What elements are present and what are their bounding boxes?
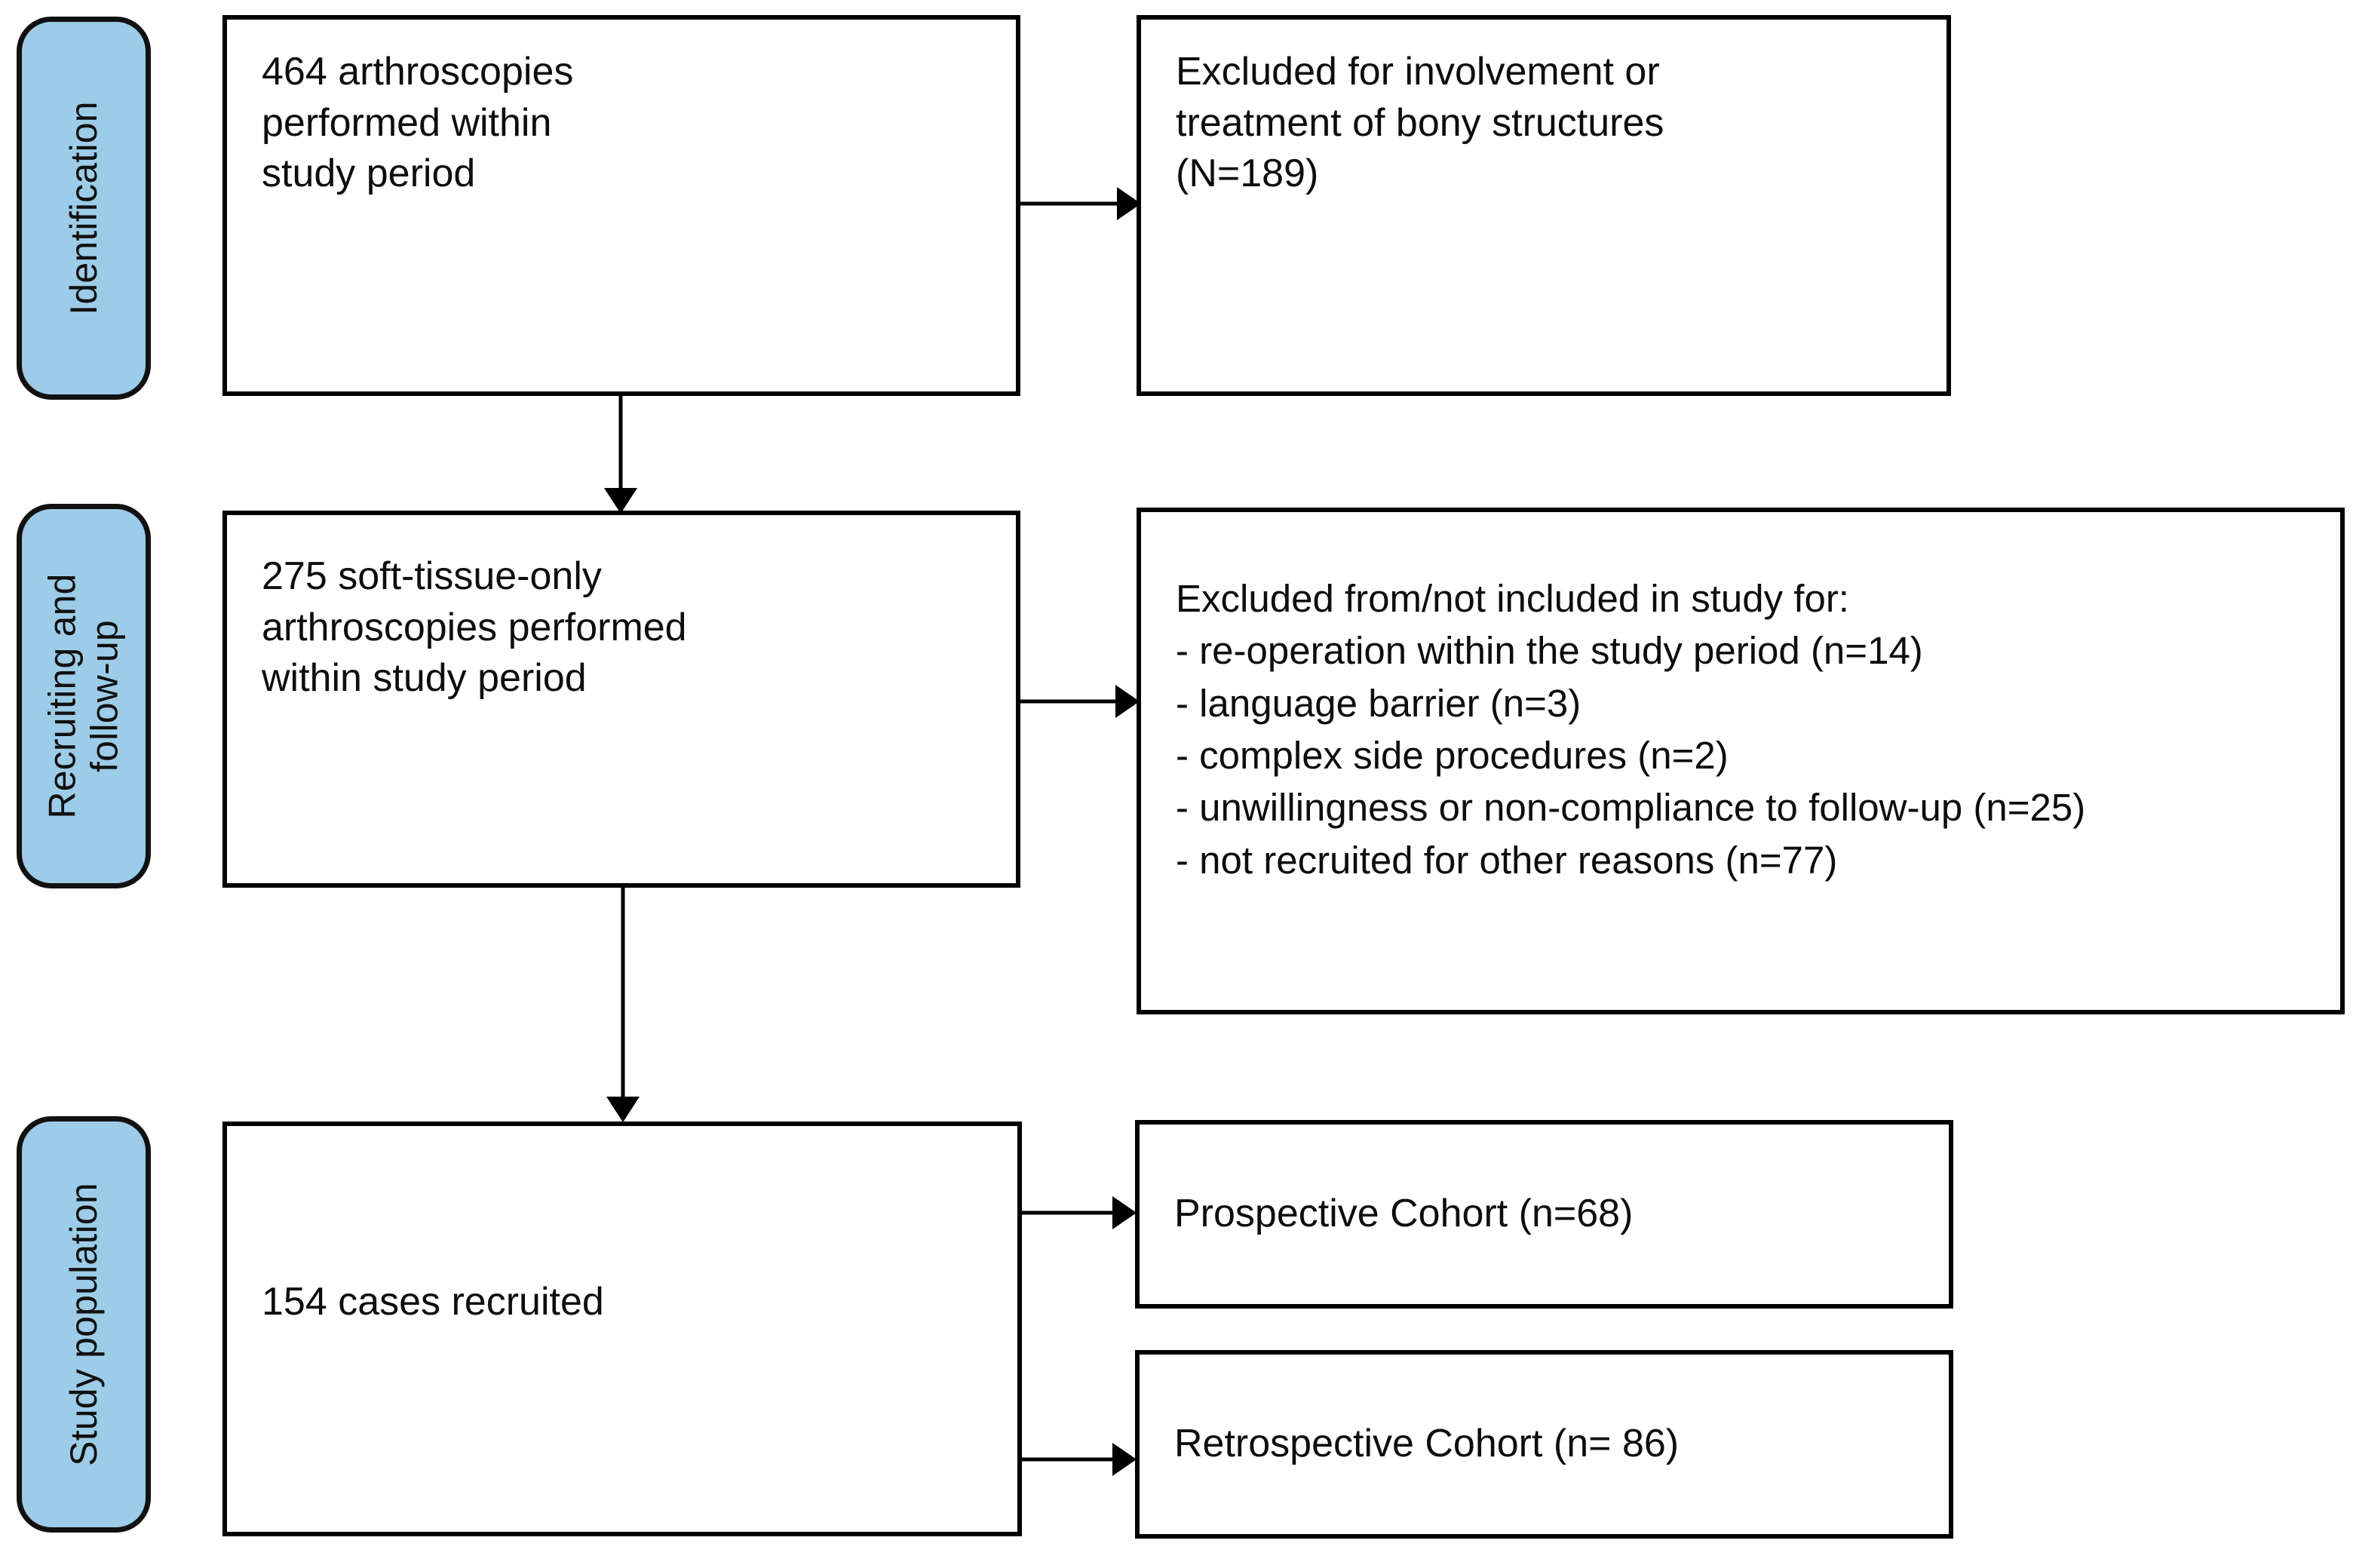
excluded-reason-item: - not recruited for other reasons (n=77) xyxy=(1176,838,1838,882)
box-retrospective-cohort: Retrospective Cohort (n= 86) xyxy=(1135,1350,1953,1539)
excluded-reason-item: - unwillingness or non-compliance to fol… xyxy=(1176,786,2086,830)
excluded-reasons-heading: Excluded from/not included in study for: xyxy=(1176,577,1849,620)
box-soft-tissue-only-text: 275 soft-tissue-only arthroscopies perfo… xyxy=(262,554,687,701)
box-excluded-bony-structures-text: Excluded for involvement or treatment of… xyxy=(1176,50,1664,196)
box-prospective-cohort: Prospective Cohort (n=68) xyxy=(1135,1120,1953,1309)
box-cases-recruited: 154 cases recruited xyxy=(222,1122,1022,1536)
connector-total-to-excluded-bony xyxy=(1020,187,1141,220)
excluded-reason-item: - language barrier (n=3) xyxy=(1176,681,1581,725)
box-arthroscopies-total-text: 464 arthroscopies performed within study… xyxy=(262,50,574,196)
box-excluded-reasons-list: Excluded from/not included in study for:… xyxy=(1176,572,2327,886)
connector-soft-tissue-to-excluded-reasons xyxy=(1020,685,1140,718)
connector-recruited-to-prospective xyxy=(1022,1196,1137,1229)
stage-label-study-population-text: Study population xyxy=(63,1183,105,1466)
connector-recruited-to-retrospective xyxy=(1022,1443,1137,1476)
stage-label-identification-text: Identification xyxy=(63,101,106,315)
box-excluded-reasons: Excluded from/not included in study for:… xyxy=(1137,508,2345,1014)
box-prospective-cohort-text: Prospective Cohort (n=68) xyxy=(1174,1192,1634,1236)
box-retrospective-cohort-text: Retrospective Cohort (n= 86) xyxy=(1174,1422,1680,1466)
stage-label-study-population: Study population xyxy=(17,1116,151,1533)
stage-label-recruiting: Recruiting and follow-up xyxy=(17,504,151,888)
excluded-reason-item: - re-operation within the study period (… xyxy=(1176,629,1923,673)
stage-label-recruiting-text: Recruiting and follow-up xyxy=(41,573,126,819)
box-excluded-bony-structures: Excluded for involvement or treatment of… xyxy=(1137,15,1951,396)
box-arthroscopies-total: 464 arthroscopies performed within study… xyxy=(222,15,1020,396)
connector-total-to-soft-tissue xyxy=(604,394,637,514)
stage-label-identification: Identification xyxy=(17,17,151,400)
excluded-reason-item: - complex side procedures (n=2) xyxy=(1176,734,1729,778)
box-soft-tissue-only: 275 soft-tissue-only arthroscopies perfo… xyxy=(222,511,1020,888)
connector-soft-tissue-to-recruited xyxy=(606,887,640,1122)
box-cases-recruited-text: 154 cases recruited xyxy=(262,1280,604,1324)
